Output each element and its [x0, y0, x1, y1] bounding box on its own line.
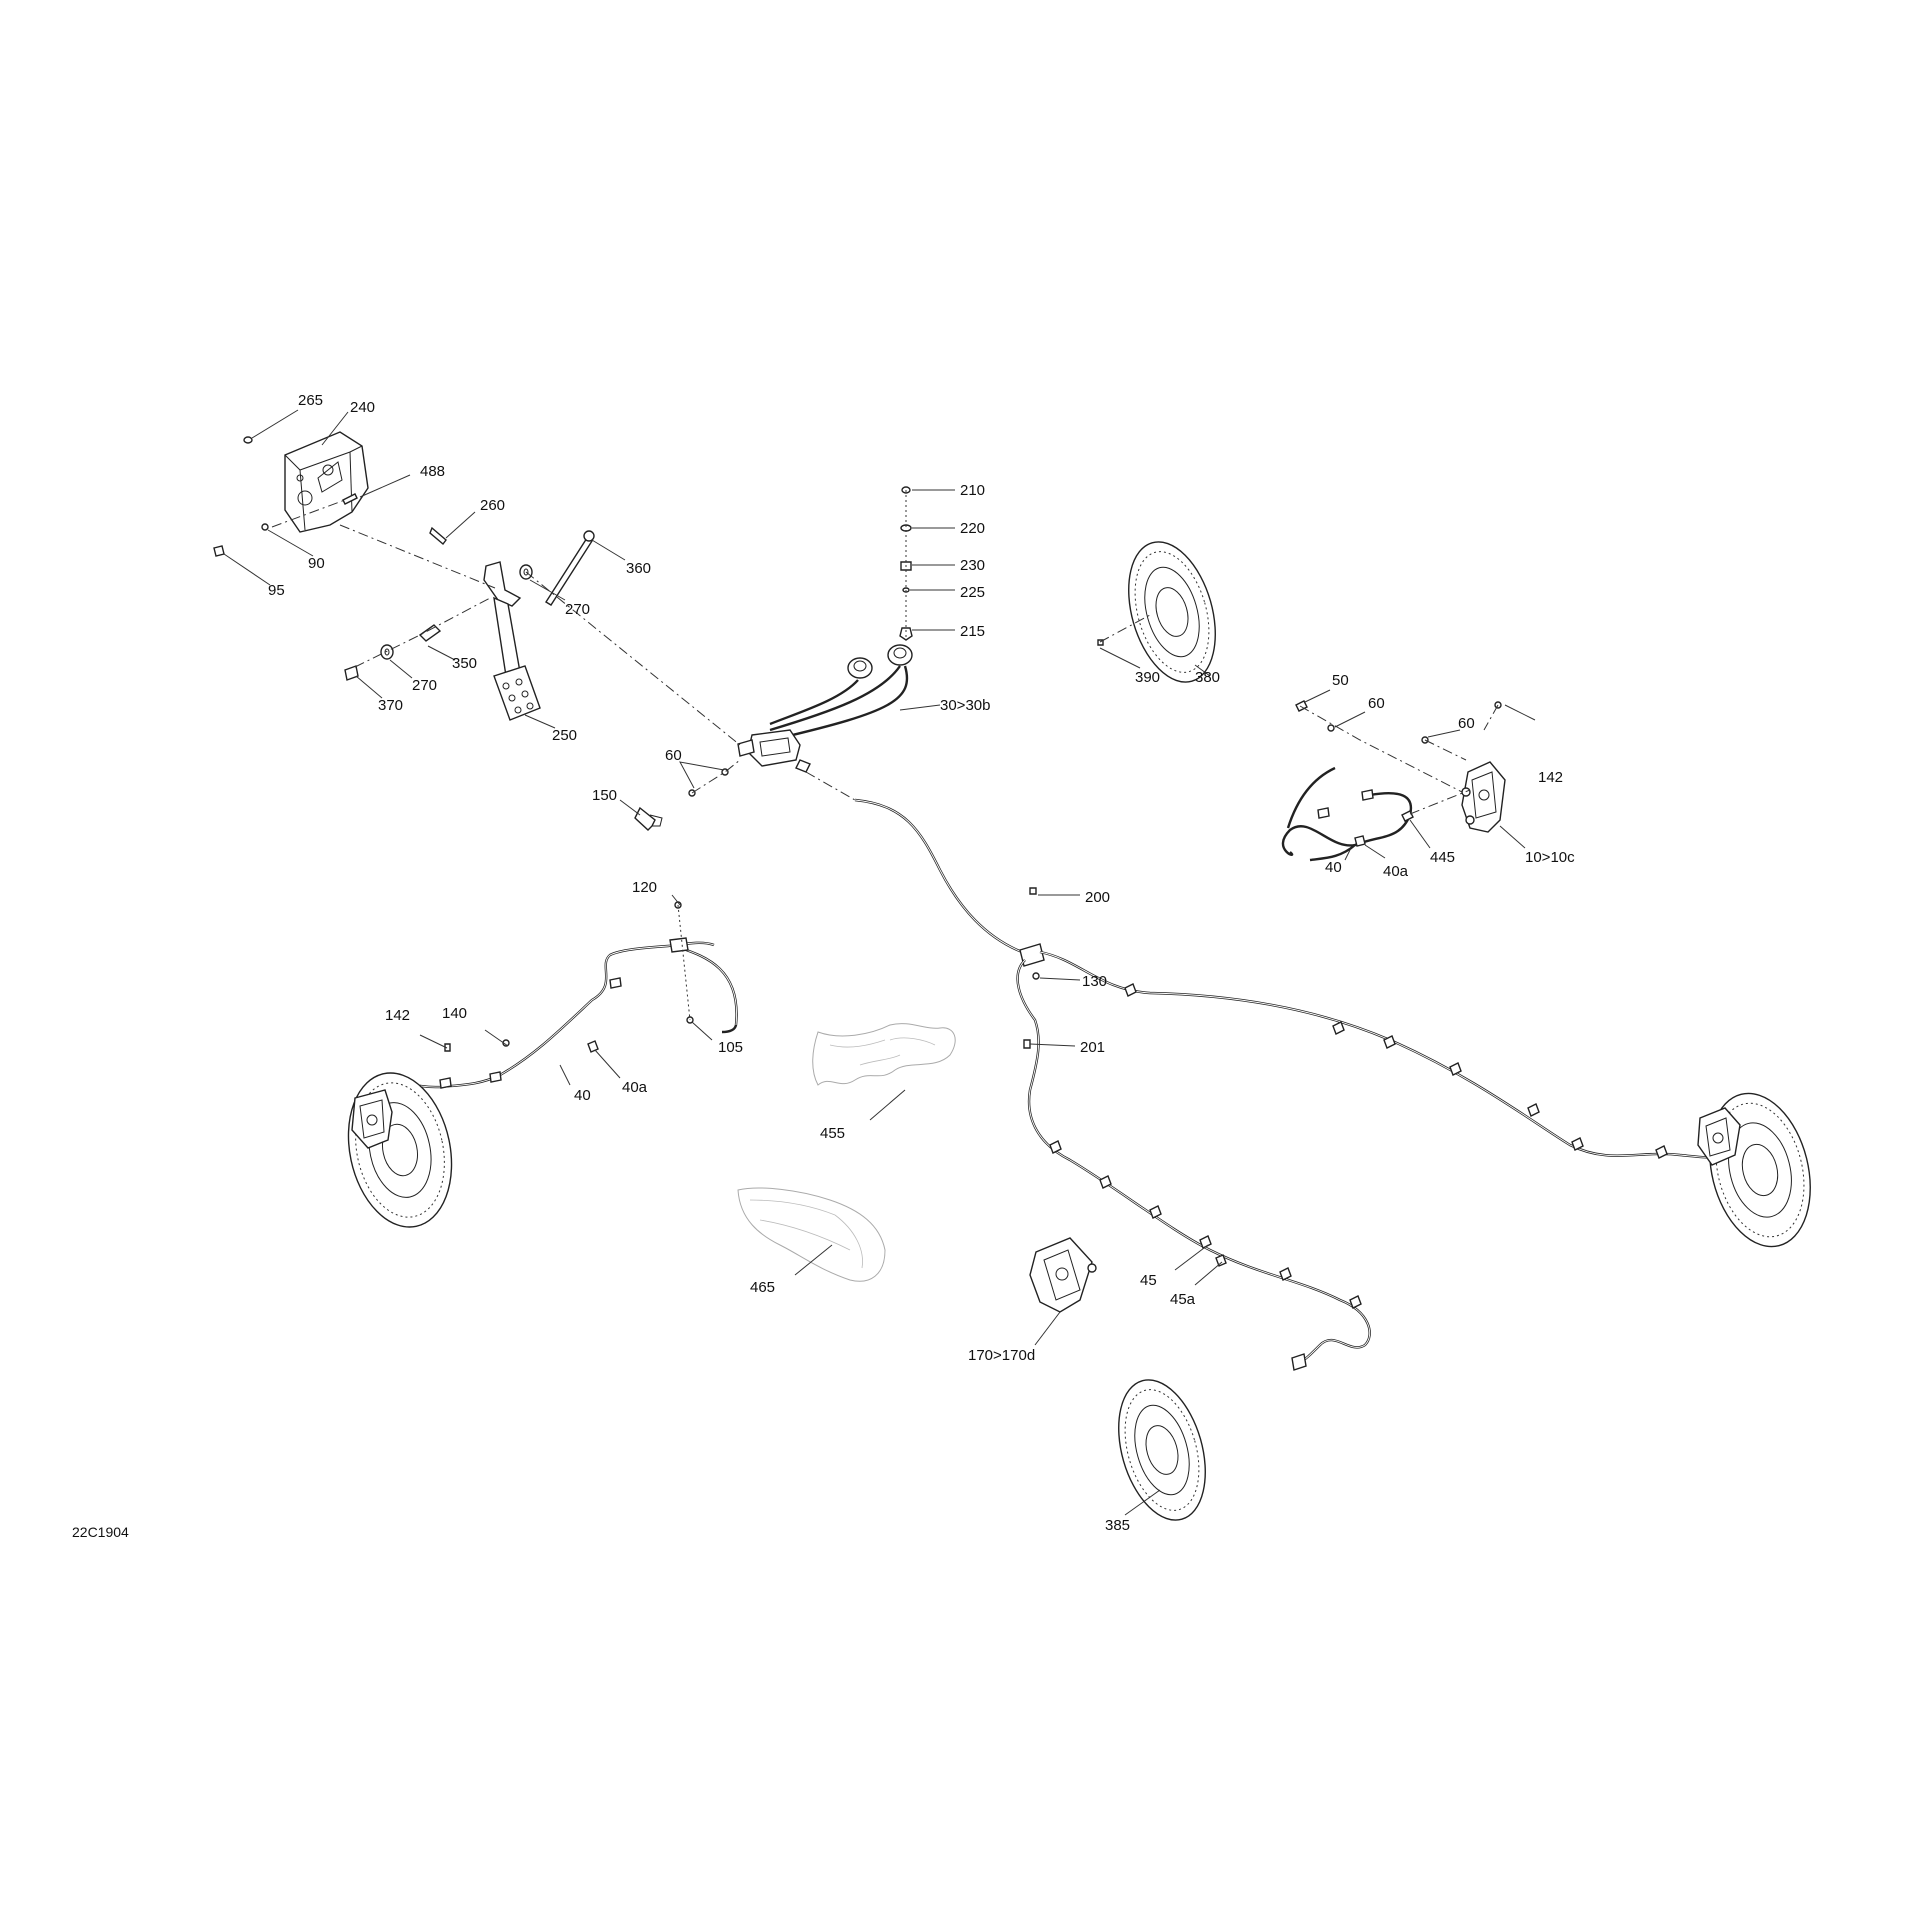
callout-215: 215 — [960, 623, 985, 640]
brake-disc-front-left — [347, 1072, 453, 1228]
reservoir-cap-hardware — [899, 486, 913, 641]
callout-40a-right: 40a — [1383, 863, 1409, 880]
callout-90: 90 — [308, 555, 325, 572]
callout-370: 370 — [378, 697, 403, 714]
caliper-170-part — [1029, 1237, 1097, 1313]
callout-265: 265 — [298, 392, 323, 409]
bracket-hardware — [213, 436, 447, 557]
callout-150: 150 — [592, 787, 617, 804]
callout-360: 360 — [626, 560, 651, 577]
callout-45a: 45a — [1170, 1291, 1196, 1308]
callout-260: 260 — [480, 497, 505, 514]
brake-disc-rear-right — [1709, 1092, 1811, 1248]
callout-130: 130 — [1082, 973, 1107, 990]
callout-220: 220 — [960, 520, 985, 537]
callout-250: 250 — [552, 727, 577, 744]
callout-95: 95 — [268, 582, 285, 599]
leader-lines — [223, 409, 1536, 1516]
callout-50: 50 — [1332, 672, 1349, 689]
callout-465: 465 — [750, 1279, 775, 1296]
callout-60-master: 60 — [665, 747, 682, 764]
callout-455: 455 — [820, 1125, 845, 1142]
alignment-lines — [271, 490, 1499, 1021]
callout-240: 240 — [350, 399, 375, 416]
small-fasteners — [444, 639, 1502, 1267]
callout-142-right: 142 — [1538, 769, 1563, 786]
callout-10-10c: 10>10c — [1525, 849, 1575, 866]
callout-140: 140 — [442, 1005, 467, 1022]
callout-40-right: 40 — [1325, 859, 1342, 876]
figure-code: 22C1904 — [72, 1524, 129, 1540]
callout-225: 225 — [960, 584, 985, 601]
callout-170-170d: 170>170d — [968, 1347, 1035, 1364]
callout-380: 380 — [1195, 669, 1220, 686]
callout-60-right-b: 60 — [1458, 715, 1475, 732]
guard-465-part — [737, 1187, 886, 1282]
callout-270-lower: 270 — [412, 677, 437, 694]
callout-210: 210 — [960, 482, 985, 499]
callout-30-30b: 30>30b — [940, 697, 990, 714]
pivot-bolt-part — [545, 530, 595, 606]
caliper-front-left — [351, 1089, 393, 1149]
caliper-rear-right — [1697, 1107, 1741, 1166]
master-cylinder-part — [737, 644, 913, 773]
callout-201: 201 — [1080, 1039, 1105, 1056]
callout-270-upper: 270 — [565, 601, 590, 618]
callout-labels: 265 240 488 260 90 95 360 270 350 270 37… — [268, 392, 1575, 1534]
callout-40-left: 40 — [574, 1087, 591, 1104]
brake-disc-380 — [1128, 541, 1216, 683]
caliper-10-part — [1461, 761, 1506, 833]
guard-455-part — [812, 1023, 956, 1086]
master-fittings — [634, 768, 729, 831]
callout-120: 120 — [632, 879, 657, 896]
callout-350: 350 — [452, 655, 477, 672]
callout-230: 230 — [960, 557, 985, 574]
callout-105: 105 — [718, 1039, 743, 1056]
pedal-hardware — [344, 564, 533, 681]
brake-pedal-part — [483, 561, 541, 721]
brake-lines — [389, 766, 1736, 1371]
callout-390: 390 — [1135, 669, 1160, 686]
callout-488: 488 — [420, 463, 445, 480]
callout-40a-left: 40a — [622, 1079, 648, 1096]
callout-45: 45 — [1140, 1272, 1157, 1289]
callout-200: 200 — [1085, 889, 1110, 906]
callout-60-right-a: 60 — [1368, 695, 1385, 712]
callout-142-left: 142 — [385, 1007, 410, 1024]
callout-445: 445 — [1430, 849, 1455, 866]
pedal-bracket-part — [284, 431, 369, 533]
brake-disc-385 — [1118, 1379, 1206, 1521]
callout-385: 385 — [1105, 1517, 1130, 1534]
